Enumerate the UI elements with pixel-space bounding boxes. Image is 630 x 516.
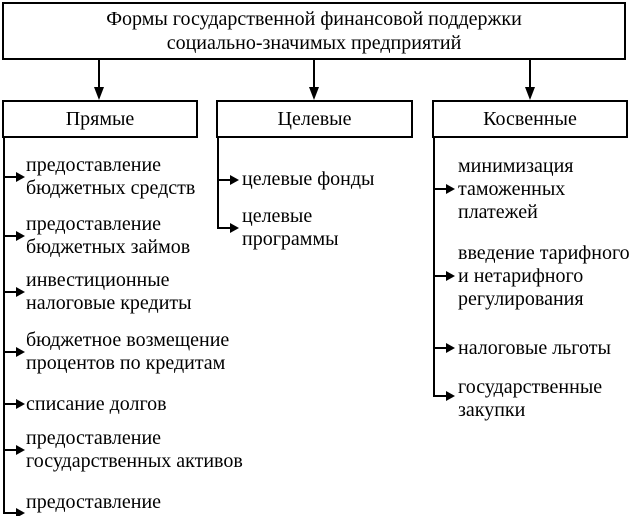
item-arrow-icon	[3, 445, 25, 455]
category-label-indirect: Косвенные	[483, 107, 577, 130]
item-arrow-icon	[433, 184, 455, 194]
column-spine-indirect	[433, 138, 435, 397]
title-box: Формы государственной финансовой поддерж…	[2, 2, 626, 60]
item-text: предоставление бюджетных займов	[26, 213, 191, 258]
item-text: предоставление	[26, 491, 162, 513]
item-text: государственные закупки	[458, 376, 603, 421]
item-text: предоставление бюджетных средств	[26, 154, 196, 199]
category-label-direct: Прямые	[65, 107, 135, 130]
item-arrow-icon	[433, 343, 455, 353]
category-box-targeted: Целевые	[216, 100, 413, 138]
item-arrow-icon	[433, 271, 455, 281]
item-arrow-icon	[217, 175, 239, 185]
down-connector-line	[313, 60, 315, 88]
item-arrow-icon	[3, 399, 25, 409]
item-arrow-icon	[217, 223, 239, 233]
category-box-indirect: Косвенные	[432, 100, 628, 138]
category-box-direct: Прямые	[2, 100, 198, 138]
item-text: минимизация таможенных платежей	[458, 155, 574, 223]
arrow-down-icon	[525, 87, 535, 100]
item-text: целевые программы	[242, 205, 339, 250]
item-arrow-icon	[3, 231, 25, 241]
item-text: налоговые льготы	[458, 337, 611, 359]
item-arrow-icon	[3, 347, 25, 357]
category-label-targeted: Целевые	[277, 107, 352, 130]
item-arrow-icon	[3, 172, 25, 182]
item-text: списание долгов	[26, 393, 167, 415]
item-text: бюджетное возмещение процентов по кредит…	[26, 329, 230, 374]
diagram-title: Формы государственной финансовой поддерж…	[106, 8, 522, 54]
column-spine-direct	[3, 138, 5, 514]
item-arrow-icon	[3, 508, 25, 516]
item-text: введение тарифного и нетарифного регулир…	[458, 242, 630, 310]
column-spine-targeted	[217, 138, 219, 229]
item-arrow-icon	[3, 287, 25, 297]
item-text: инвестиционные налоговые кредиты	[26, 269, 192, 314]
item-text: целевые фонды	[242, 168, 375, 190]
item-arrow-icon	[433, 391, 455, 401]
down-connector-line	[98, 60, 100, 88]
arrow-down-icon	[309, 87, 319, 100]
item-text: предоставление государственных активов	[26, 427, 243, 472]
arrow-down-icon	[94, 87, 104, 100]
down-connector-line	[529, 60, 531, 88]
